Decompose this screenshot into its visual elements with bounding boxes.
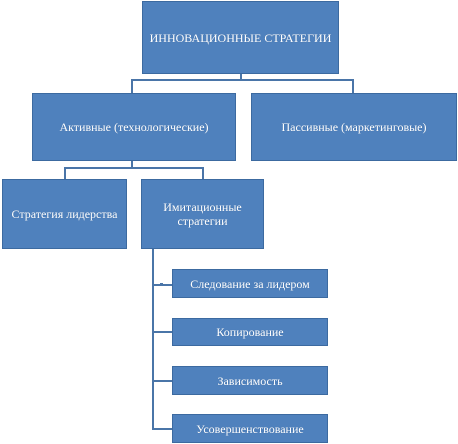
connector-imitation-trunk: [152, 249, 154, 429]
connector-root-down: [240, 74, 242, 80]
active-strategies-node: Активные (технологические): [32, 93, 236, 161]
connector-to-active: [131, 79, 133, 93]
connector-dot: [160, 283, 163, 286]
connector-to-copying: [152, 331, 172, 333]
connector-level1-bar: [131, 79, 354, 81]
follow-leader-node: Следование за лидером: [172, 269, 328, 298]
passive-strategies-node: Пассивные (маркетинговые): [251, 93, 457, 161]
connector-to-passive: [352, 79, 354, 93]
connector-active-down: [131, 161, 133, 168]
copying-node: Копирование: [172, 318, 328, 346]
connector-level2-bar: [64, 167, 204, 169]
connector-to-dependence: [152, 380, 172, 382]
connector-to-improvement: [152, 428, 172, 430]
leadership-strategy-node: Стратегия лидерства: [2, 179, 127, 249]
connector-to-imitation: [202, 167, 204, 179]
dependence-node: Зависимость: [172, 366, 328, 395]
root-node: ИННОВАЦИОННЫЕ СТРАТЕГИИ: [142, 1, 339, 74]
improvement-node: Усовершенствование: [172, 414, 328, 443]
imitation-strategies-node: Имитационные стратегии: [141, 179, 264, 249]
connector-to-leadership: [64, 167, 66, 179]
